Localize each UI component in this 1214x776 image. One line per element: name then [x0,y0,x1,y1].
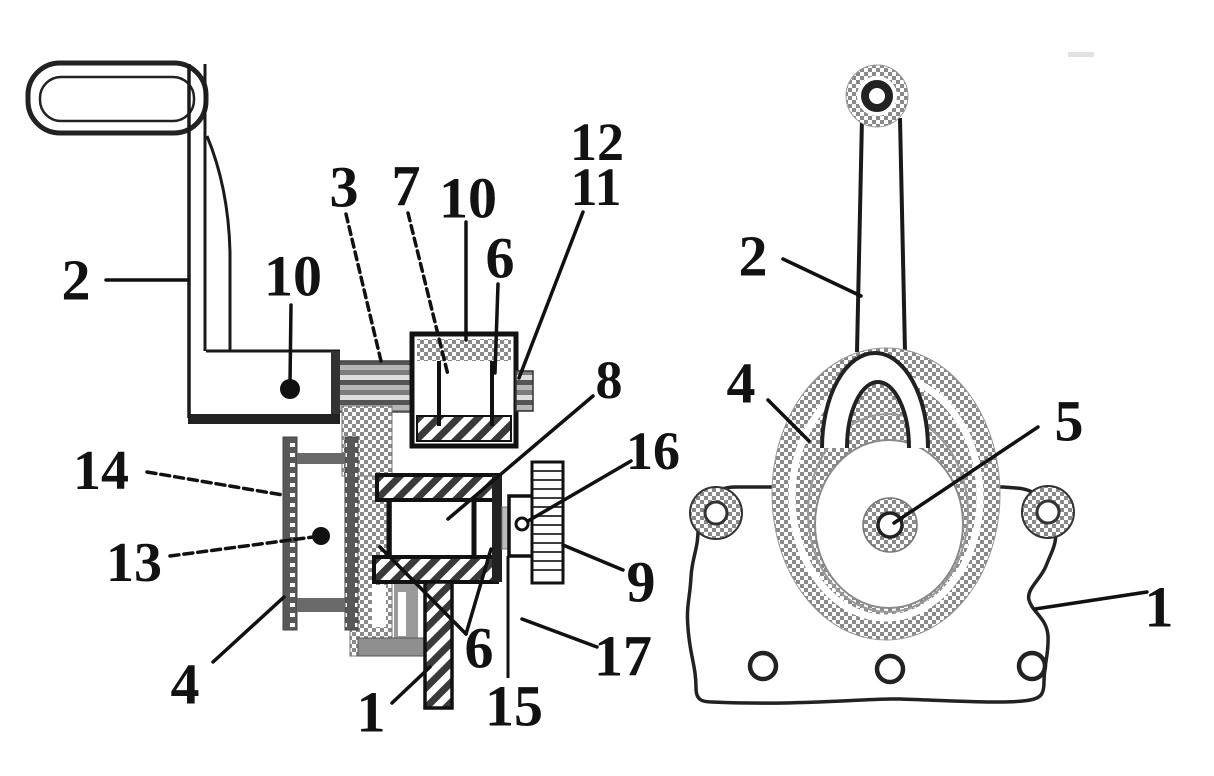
set-screw [514,516,530,532]
ear-left-hole [703,500,729,526]
knob-inner-ring [861,80,893,112]
leader-9 [561,543,625,572]
ref-11: 11 [570,157,621,217]
mount-bar-hatched [423,580,454,710]
leader-10-crank [288,303,293,386]
crank-handle [25,60,209,136]
crank-block-right [331,351,340,423]
arm-body [857,118,905,352]
bearing-housing-upper [409,331,534,449]
leader-lines-left [104,210,633,705]
ref-labels-left: 2 10 3 7 10 6 12 11 8 16 9 17 15 6 1 13 … [62,112,681,745]
ref-16: 16 [626,421,680,481]
handle-grip-inner [38,75,196,123]
arch-inner-line [845,380,911,449]
base-hole-left [747,650,779,682]
gear-body [530,460,565,585]
ref-6-upper: 6 [486,226,515,291]
bearing-housing-lower [372,473,502,584]
wheel-flange-right [344,436,359,631]
drum [771,347,1001,641]
crank-arm [187,64,232,418]
housing-lower-right-wall [492,475,502,582]
housing-upper-hatch-band [416,415,512,442]
front-view: 2 4 5 1 [685,52,1174,705]
base-hole-center [874,653,906,685]
scan-artifact [1068,52,1094,57]
leader-2-right [781,257,863,298]
wheel-flange-left [282,436,298,631]
hub-hole [876,511,904,539]
ref-8: 8 [596,350,623,410]
ref-1-left: 1 [357,680,386,745]
column-slot2 [398,592,406,636]
ref-14: 14 [73,440,129,502]
ref-4-left: 4 [171,652,200,717]
ref-9: 9 [627,550,656,615]
handle-grip-outline [25,60,209,136]
shaft-end-stub [515,370,534,412]
ref-7: 7 [392,154,421,219]
ref-2-left: 2 [62,248,91,313]
ref-labels-right: 2 4 5 1 [727,224,1174,640]
leader-lines-right [766,257,1149,611]
ref-13: 13 [106,532,162,594]
leader-5 [892,425,1040,525]
arm-edge-right [898,117,907,353]
leader-1-left [390,665,432,705]
base-hole-right [1016,650,1048,682]
ref-12: 12 [570,112,624,172]
ear-right-hole [1035,499,1061,525]
leader-6-lower-b [464,547,493,636]
ref-3: 3 [330,155,359,220]
leader-4-left [211,595,286,664]
leader-6-upper [493,282,500,375]
pointer-dot-10 [280,379,300,399]
leader-14 [145,470,285,497]
hub [862,497,918,553]
leader-17 [520,617,599,649]
crank-block-body [190,350,338,422]
ref-10-housing: 10 [439,166,497,231]
ear-right [1021,485,1075,539]
leader-8 [446,394,595,521]
leader-16 [526,459,633,523]
ref-15: 15 [485,674,543,739]
leader-13 [168,535,315,558]
side-view: 2 10 3 7 10 6 12 11 8 16 9 17 15 6 1 13 … [25,60,681,745]
drum-inner-edge [807,413,969,613]
leader-3 [344,212,383,363]
crank-arm-front [855,117,907,353]
ear-left [689,486,743,540]
ref-17: 17 [594,624,652,689]
wheel-hub-bottom [297,598,345,612]
leader-6-lower-a [378,545,468,636]
flanged-wheel [282,436,359,631]
crank-arm-curve [205,135,232,350]
gear-wheel [530,460,565,585]
knob [845,64,909,128]
leader-4-right [766,398,811,443]
leader-11-12 [517,210,585,380]
wheel-hub-top [297,453,345,464]
ref-5: 5 [1055,389,1084,454]
splined-shaft [337,360,415,413]
ref-10-crank: 10 [264,244,322,309]
housing-lower-hatch-top [375,473,500,502]
ref-2-right: 2 [739,224,768,289]
wheel-axis-dot [312,527,330,545]
ref-6-lower: 6 [465,616,494,681]
ref-1-right: 1 [1145,575,1174,640]
leader-7 [406,211,450,377]
crank-block-bottom [188,414,340,424]
arch-outer-line [820,351,930,449]
leader-1-right [1033,590,1149,611]
arch [820,351,930,449]
arm-edge-left [855,117,864,353]
column-slot [372,585,386,627]
ref-4-right: 4 [727,351,756,416]
crank-block [188,349,340,424]
